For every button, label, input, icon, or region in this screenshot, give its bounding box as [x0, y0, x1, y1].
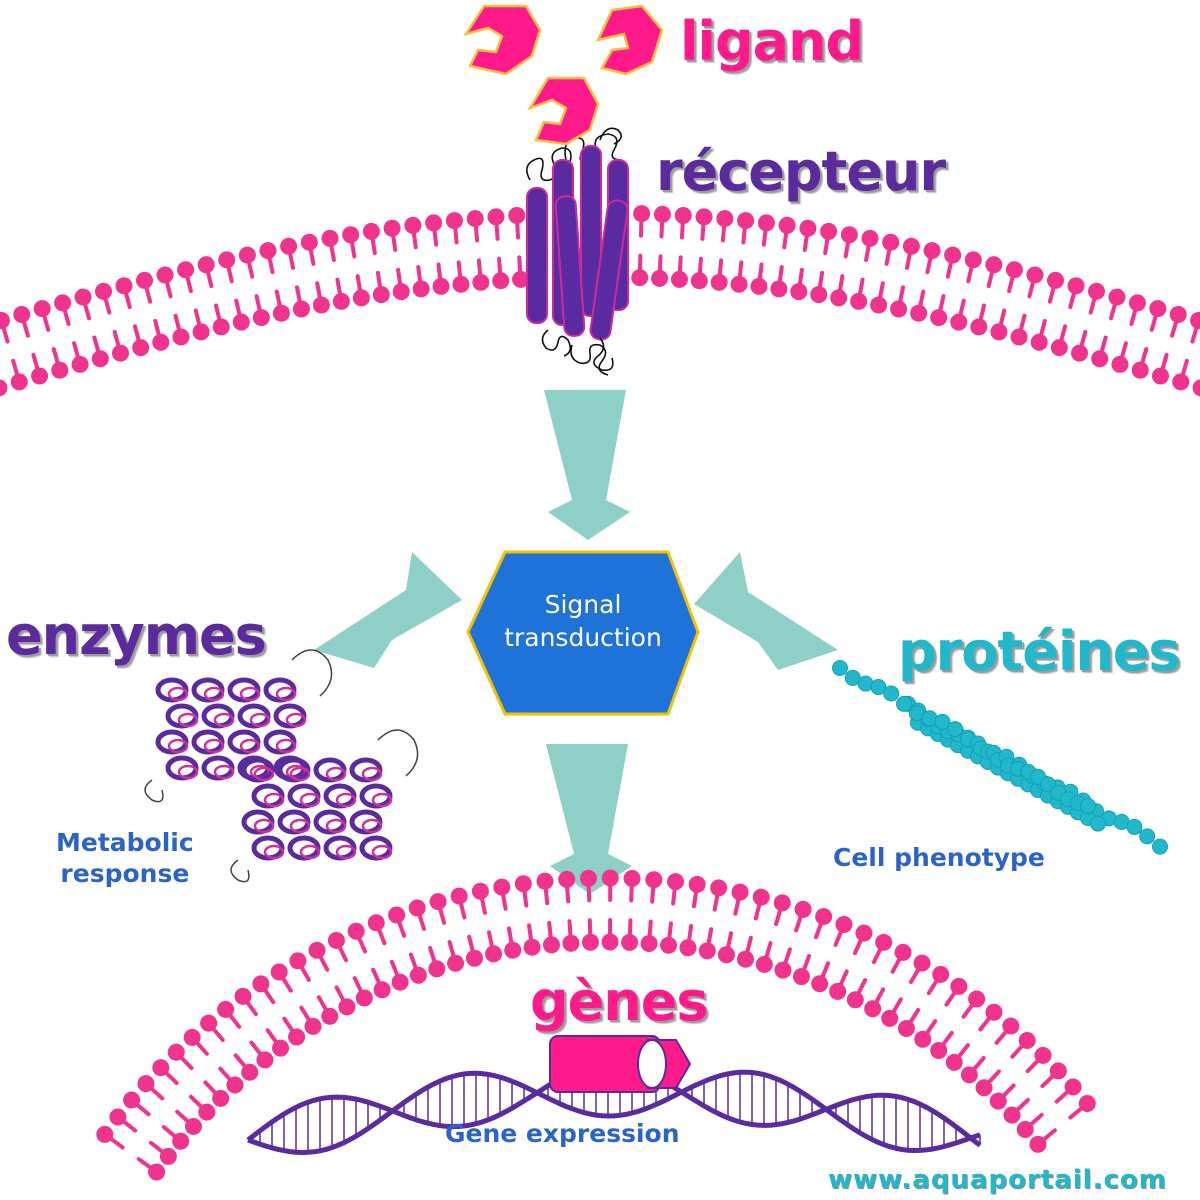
- ligands: [463, 4, 664, 146]
- nuclear-membrane: [96, 869, 1096, 1181]
- arrow-down-to-transduction: [544, 390, 630, 540]
- arrows: [314, 390, 838, 894]
- label-cell-phenotype: Cell phenotype: [833, 843, 1045, 872]
- label-proteines: protéines: [898, 620, 1181, 683]
- receptor: [526, 127, 629, 376]
- label-recepteur: récepteur: [656, 140, 946, 203]
- signal-transduction-hexagon: [466, 550, 700, 716]
- label-ligand: ligand: [680, 10, 864, 73]
- label-enzymes: enzymes: [6, 604, 267, 667]
- receptor-coils-bottom: [541, 329, 614, 376]
- arrow-to-proteines: [694, 552, 838, 670]
- enzyme-structures: [144, 649, 419, 883]
- website-watermark[interactable]: www.aquaportail.com: [828, 1165, 1167, 1195]
- label-genes: gènes: [530, 970, 708, 1033]
- signal-line-2: transduction: [504, 623, 662, 652]
- protein-bead-chain: [832, 660, 1168, 855]
- gene-segment: [549, 1035, 692, 1093]
- ligand-molecule-3: [527, 76, 600, 146]
- cell-membrane-top: [0, 205, 1200, 397]
- signal-line-1: Signal: [544, 590, 622, 619]
- ligand-molecule-2: [595, 4, 664, 76]
- arrow-to-enzymes: [314, 552, 462, 668]
- receptor-helices: [526, 145, 629, 341]
- label-metabolic-response: Metabolic response: [56, 827, 194, 889]
- metabolic-line-1: Metabolic: [56, 828, 194, 857]
- label-gene-expression: Gene expression: [445, 1119, 680, 1148]
- label-signal-transduction: Signal transduction: [474, 588, 692, 654]
- arrow-to-genes: [546, 744, 632, 894]
- ligand-molecule-1: [463, 4, 542, 76]
- metabolic-line-2: response: [60, 859, 190, 888]
